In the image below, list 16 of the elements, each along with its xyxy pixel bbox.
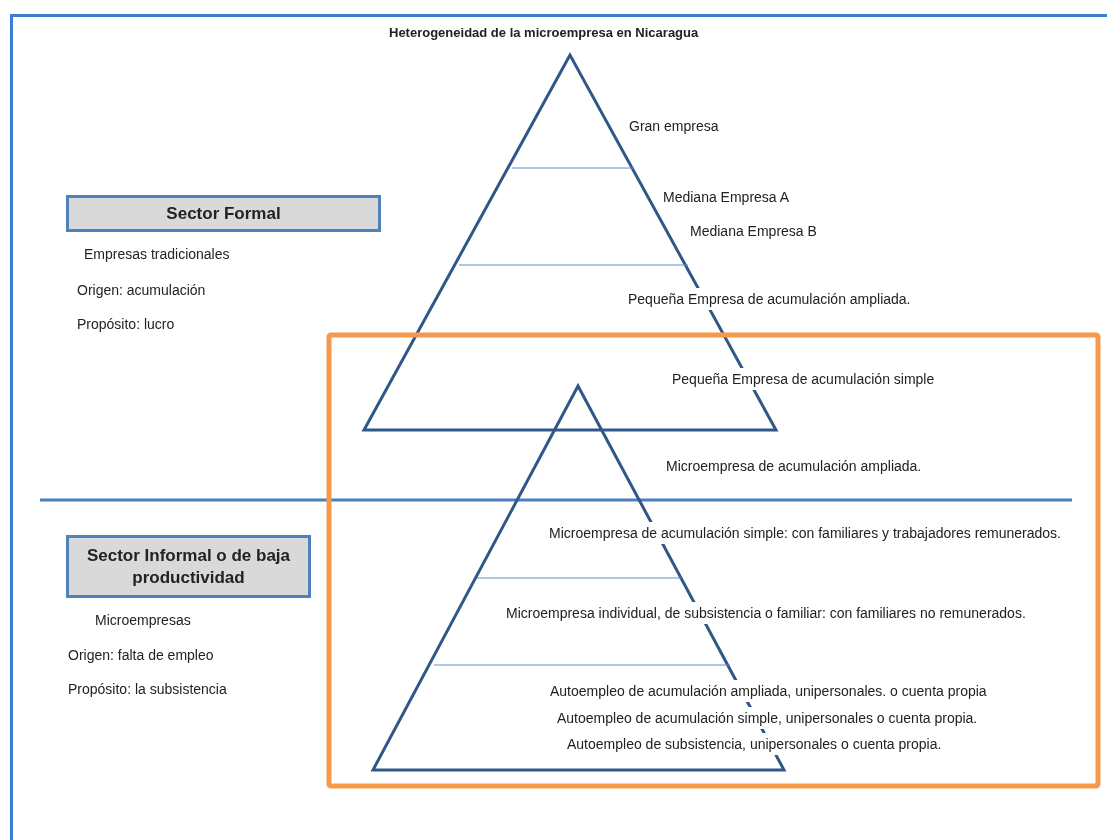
pyramid-level-label: Autoempleo de acumulación ampliada, unipersonales. o cuenta propia: [550, 680, 987, 702]
pyramid-level-label: Autoempleo de acumulación simple, unipersonales o cuenta propia.: [557, 707, 978, 729]
sector-detail: Origen: falta de empleo: [68, 646, 214, 665]
sector-detail: Origen: acumulación: [77, 281, 206, 300]
pyramid-level-label: Pequeña Empresa de acumulación simple: [672, 368, 935, 390]
sector-title: Sector Formal: [166, 202, 281, 225]
sector-detail: Propósito: la subsistencia: [68, 680, 227, 699]
pyramid-level-label: Pequeña Empresa de acumulación ampliada.: [628, 288, 911, 310]
sector-detail: Propósito: lucro: [77, 315, 175, 334]
diagram-title: Heterogeneidad de la microempresa en Nicaragua: [389, 24, 699, 42]
pyramid-level-label: Autoempleo de subsistencia, unipersonales o cuenta propia.: [567, 733, 942, 755]
sector-title: Sector Informal o de baja productividad: [85, 545, 292, 588]
sector-box: [66, 195, 381, 232]
sector-box: [66, 535, 311, 598]
sector-detail: Microempresas: [95, 611, 191, 630]
sector-detail: Empresas tradicionales: [84, 245, 230, 264]
